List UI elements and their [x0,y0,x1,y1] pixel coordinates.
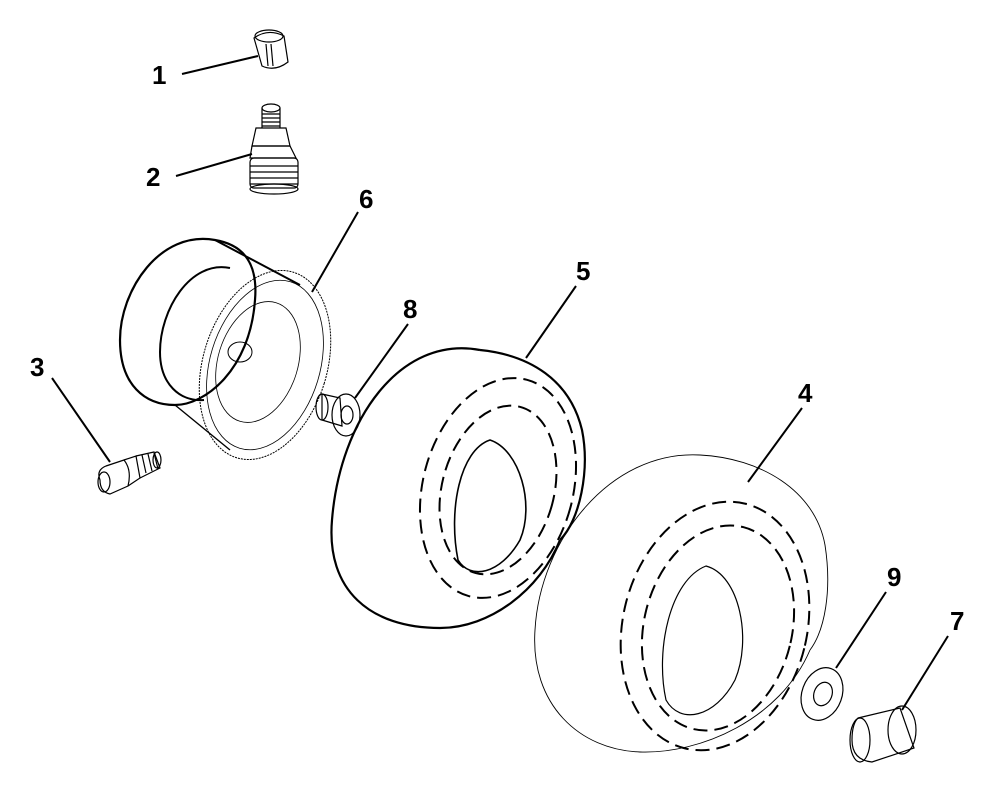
callout-9: 9 [887,562,902,592]
callout-1: 1 [152,60,167,90]
callout-4: 4 [798,378,813,408]
callout-6: 6 [359,184,374,214]
part-4-tire [534,454,829,753]
part-9-washer [800,667,844,721]
leader-line-9 [835,591,887,669]
part-1-cap [253,29,289,69]
callout-5: 5 [576,256,591,286]
leader-line-5 [525,285,577,359]
part-5-tire [330,347,586,630]
part-6-rim [118,237,332,461]
callout-7: 7 [950,606,965,636]
part-3-grease-fitting [97,451,162,495]
callout-8: 8 [403,294,418,324]
leader-line-8 [354,323,409,399]
callout-3: 3 [30,352,45,382]
part-7-sleeve [849,705,917,763]
callout-2: 2 [146,162,161,192]
leader-line-1 [181,55,259,75]
leader-line-2 [175,153,253,177]
leader-line-7 [901,635,949,711]
part-8-bushing [315,393,361,437]
leader-line-6 [311,211,359,293]
leader-line-4 [747,407,803,483]
part-2-spindle [249,103,299,195]
leader-line-3 [51,377,111,463]
